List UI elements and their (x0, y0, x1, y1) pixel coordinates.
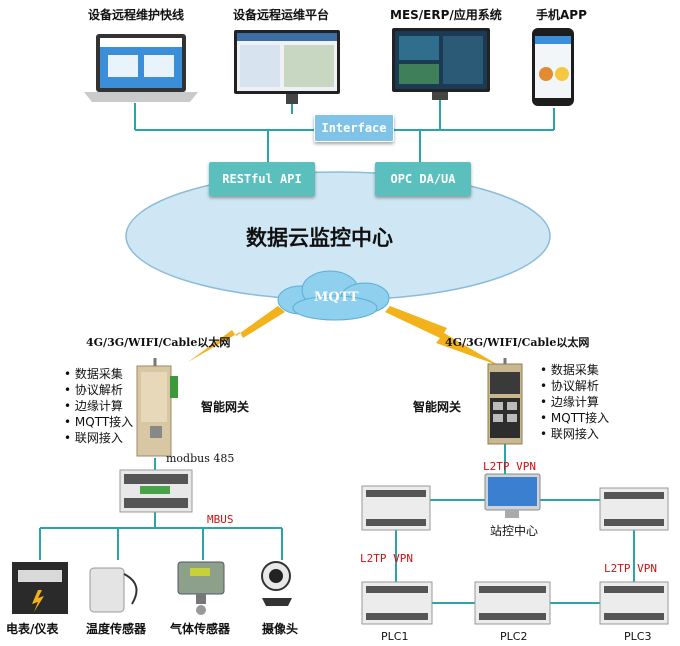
plc2-label: PLC2 (500, 630, 528, 643)
modbus-label: modbus 485 (166, 452, 235, 465)
lightning-bolt-left (188, 306, 285, 362)
interface-box: Interface (314, 114, 394, 142)
station-pc-shape (484, 473, 541, 518)
l2tp-vpn-label-left: L2TP VPN (360, 552, 413, 565)
l2tp-vpn-label-top: L2TP VPN (483, 460, 536, 473)
plc1-label: PLC1 (381, 630, 409, 643)
feature-item: 联网接入 (540, 426, 609, 442)
feature-item: 边缘计算 (64, 398, 133, 414)
network-label-left: 4G/3G/WIFI/Cable以太网 (86, 336, 231, 349)
gateway-feature-list-left: 数据采集 协议解析 边缘计算 MQTT接入 联网接入 (64, 366, 133, 446)
system-label-remote-maintenance: 设备远程维护快线 (88, 8, 185, 22)
feature-item: 联网接入 (64, 430, 133, 446)
mqtt-cloud-shape (277, 270, 390, 321)
opc-da-ua-box: OPC DA/UA (375, 162, 471, 196)
mbus-label: MBUS (207, 513, 234, 526)
monitor-1-shape (234, 30, 340, 104)
device-label-gas-sensor: 气体传感器 (170, 622, 231, 636)
feature-item: 协议解析 (64, 382, 133, 398)
left-bus-lines (39, 458, 283, 560)
laptop-1-shape (84, 34, 198, 102)
plc3-label: PLC3 (624, 630, 652, 643)
gas-sensor-shape (177, 561, 225, 615)
device-label-temperature-sensor: 温度传感器 (86, 622, 147, 636)
system-label-mobile-app: 手机APP (536, 8, 587, 22)
system-label-mes-erp: MES/ERP/应用系统 (390, 8, 502, 22)
temperature-sensor-shape (89, 567, 138, 613)
lightning-bolt-right (385, 306, 500, 366)
feature-item: MQTT接入 (64, 414, 133, 430)
feature-item: 协议解析 (540, 378, 609, 394)
l2tp-vpn-label-right: L2TP VPN (604, 562, 657, 575)
system-label-remote-ops-platform: 设备远程运维平台 (233, 8, 330, 22)
gateway-left-shape (136, 358, 178, 457)
cloud-title: 数据云监控中心 (246, 226, 393, 250)
network-label-right: 4G/3G/WIFI/Cable以太网 (445, 336, 590, 349)
feature-item: 数据采集 (64, 366, 133, 382)
gateway-label-right: 智能网关 (413, 400, 462, 414)
gateway-right-shape (487, 358, 523, 445)
feature-item: 数据采集 (540, 362, 609, 378)
feature-item: MQTT接入 (540, 410, 609, 426)
restful-api-box: RESTful API (209, 162, 315, 196)
gateway-feature-list-right: 数据采集 协议解析 边缘计算 MQTT接入 联网接入 (540, 362, 609, 442)
device-label-camera: 摄像头 (262, 622, 299, 636)
station-control-label: 站控中心 (490, 524, 539, 538)
gateway-label-left: 智能网关 (201, 400, 250, 414)
plc-terminal-strips (366, 490, 664, 620)
monitor-2-shape (392, 28, 490, 100)
meter-shape (12, 562, 68, 614)
phone-shape (532, 28, 574, 106)
camera-shape (261, 561, 292, 606)
right-bus-lines (395, 444, 635, 604)
mqtt-label: MQTT (314, 290, 359, 305)
feature-item: 边缘计算 (540, 394, 609, 410)
modbus-module-shape (119, 469, 193, 513)
device-label-meter: 电表/仪表 (6, 622, 59, 636)
